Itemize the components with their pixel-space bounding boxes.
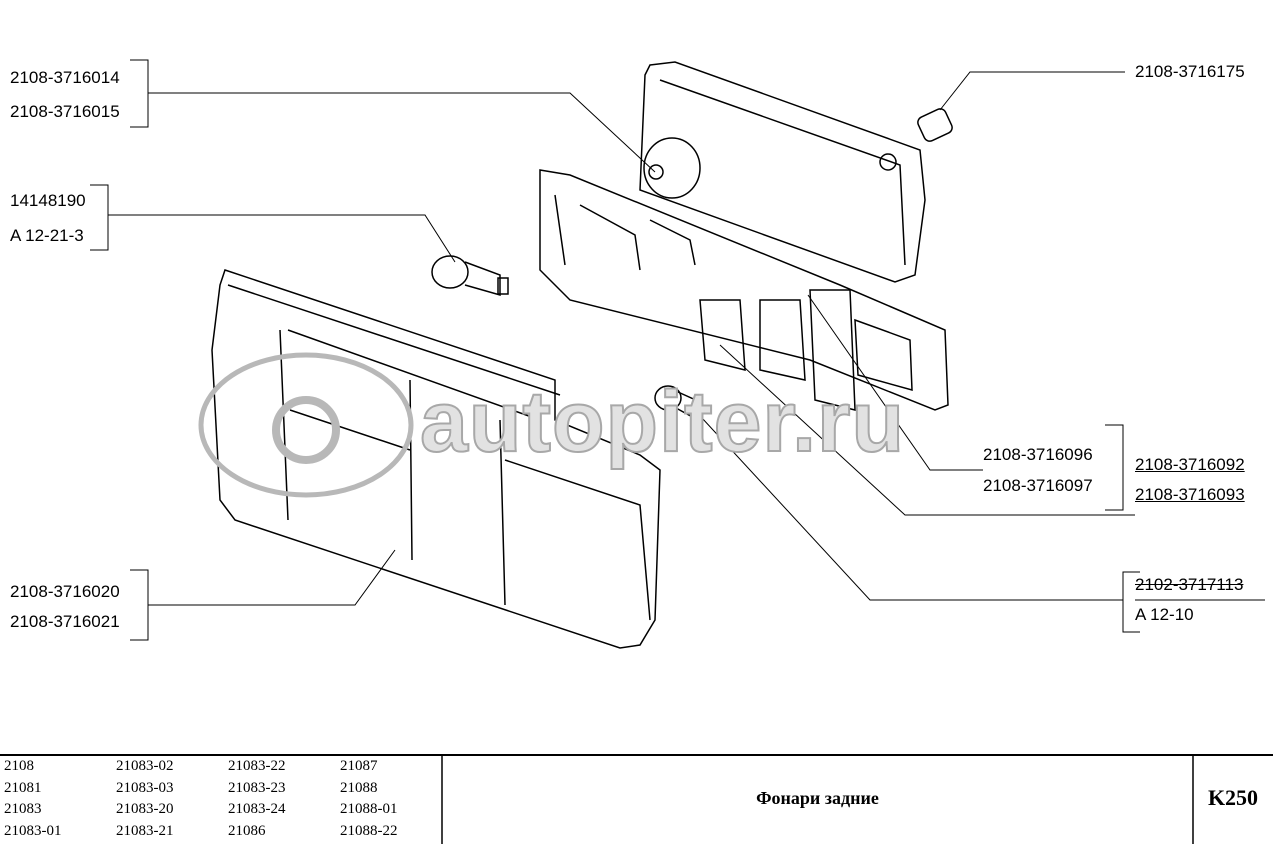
leader-lines	[90, 59, 1265, 641]
model-row: 21081 21083-03 21083-23 21088	[4, 780, 452, 802]
callout-lens-1: 2108-3716020	[10, 582, 120, 601]
watermark-logo-icon	[198, 352, 414, 498]
callout-socket-a-1: 2108-3716096	[983, 445, 1093, 464]
model-cell: 21083	[4, 801, 42, 817]
bulb-wedge-icon	[917, 108, 953, 142]
diagram-title: Фонари задние	[756, 788, 879, 808]
model-cell: 21083-03	[116, 779, 174, 796]
lamp-cover	[639, 61, 926, 283]
model-cell: 21083-22	[228, 758, 286, 774]
model-cell: 21083-02	[116, 758, 174, 774]
model-cell: 21086	[228, 822, 266, 839]
model-cell: 21083-23	[228, 779, 286, 796]
model-cell: 2108	[4, 758, 34, 774]
model-cell: 21088-01	[340, 801, 398, 817]
callout-bulb-large-1: 14148190	[10, 191, 86, 210]
model-cell: 21088-22	[340, 822, 398, 839]
lamp-lens	[211, 269, 661, 649]
model-cell: 21083-21	[116, 822, 174, 839]
model-row: 21083-01 21083-21 21086 21088-22	[4, 823, 452, 844]
model-cell: 21083-24	[228, 801, 286, 817]
callout-bulb-small-1: 2102-3717113	[1135, 575, 1244, 594]
model-cell: 21083-20	[116, 801, 174, 817]
footer-frame	[0, 754, 1273, 844]
model-cell: 21081	[4, 779, 42, 796]
model-cell: 21087	[340, 758, 378, 774]
model-row: 2108 21083-02 21083-22 21087	[4, 758, 452, 780]
callout-bulb-wedge: 2108-3716175	[1135, 62, 1245, 81]
watermark-text: autopiter.ru	[419, 373, 906, 471]
model-cell: 21083-01	[4, 822, 62, 839]
callout-cover-1: 2108-3716014	[10, 68, 120, 87]
callout-cover-2: 2108-3716015	[10, 102, 120, 121]
callout-bulb-large-2: A 12-21-3	[10, 226, 84, 245]
callout-socket-b-1: 2108-3716092	[1135, 455, 1245, 474]
model-row: 21083 21083-20 21083-24 21088-01	[4, 801, 452, 823]
diagram-code: K250	[1207, 785, 1259, 810]
callout-socket-a-2: 2108-3716097	[983, 476, 1093, 495]
bulb-small-icon	[654, 385, 701, 422]
callout-lens-2: 2108-3716021	[10, 612, 120, 631]
callout-bulb-small-2: A 12-10	[1135, 605, 1194, 624]
bulb-large-icon	[431, 255, 509, 296]
model-list: 2108 21083-02 21083-22 21087 21081 21083…	[4, 758, 452, 844]
callout-socket-b-2: 2108-3716093	[1135, 485, 1245, 504]
model-cell: 21088	[340, 779, 378, 796]
